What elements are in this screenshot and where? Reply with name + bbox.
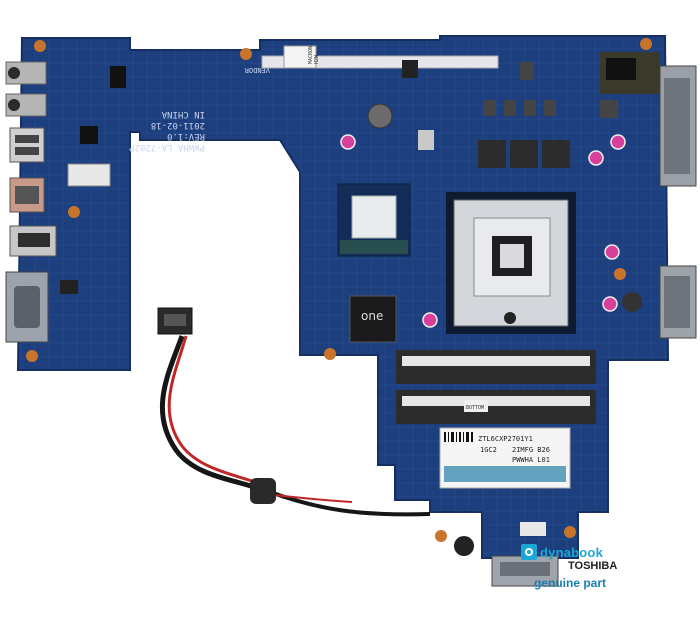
- dc-power-cable: [157, 307, 431, 517]
- vga-port: [5, 271, 49, 343]
- board-origin-silk: IN CHINA: [161, 109, 205, 119]
- barcode-line2-mid: 2IMFG B26: [512, 446, 550, 454]
- usb-ports: [9, 127, 45, 213]
- dimm-label: BOTTOM: [466, 405, 484, 411]
- brand-name: dynabook: [540, 544, 603, 560]
- hdmi-port: [9, 225, 57, 257]
- board-model-silk: PWWHA LA-7202P: [129, 142, 205, 152]
- barcode-line1: ZTL6CXP2701Y1: [478, 435, 533, 443]
- sticker-text-2: H2W: [314, 54, 320, 64]
- barcode-line3: PWWHA L01: [512, 456, 550, 464]
- board-date-silk: 2011-02-18: [151, 120, 205, 130]
- ram-slots: BOTTOM: [396, 350, 596, 424]
- pch-chip: [337, 183, 411, 257]
- barcode-line2-left: 1GC2: [480, 446, 497, 454]
- brand-logo: dynabook TOSHIBA genuine part: [521, 543, 641, 603]
- brand-sub: TOSHIBA: [568, 560, 618, 572]
- barcode-sticker: ZTL6CXP2701Y1 1GC2 2IMFG B26 PWWHA L01: [439, 427, 571, 489]
- ic-logo-text: one: [361, 309, 383, 323]
- genuine-part-label: genuine part: [534, 576, 607, 590]
- board-rev-silk: REV:1.0: [167, 131, 205, 141]
- sticker-text-1: MACRON: [308, 46, 314, 64]
- cpu-socket: [446, 192, 576, 334]
- vendor-silk: VENDOR: [244, 66, 270, 74]
- dynabook-logo-icon: [521, 544, 537, 560]
- ic-one-chip: one: [349, 295, 397, 343]
- audio-jacks: [5, 61, 47, 117]
